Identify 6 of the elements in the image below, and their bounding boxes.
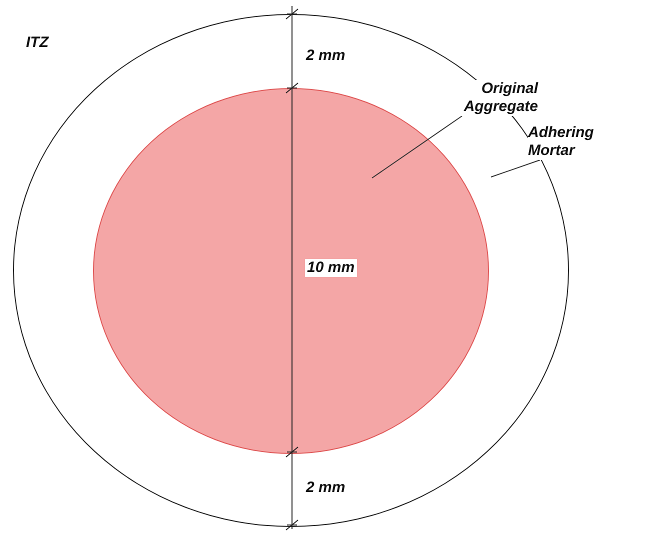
leader-line — [490, 160, 540, 178]
dimension-label: 2 mm — [306, 479, 346, 497]
dimension-label: 2 mm — [306, 47, 346, 65]
dimension-label: 10 mm — [305, 259, 357, 277]
region-label: ITZ — [26, 34, 48, 52]
leader-line — [372, 116, 462, 178]
